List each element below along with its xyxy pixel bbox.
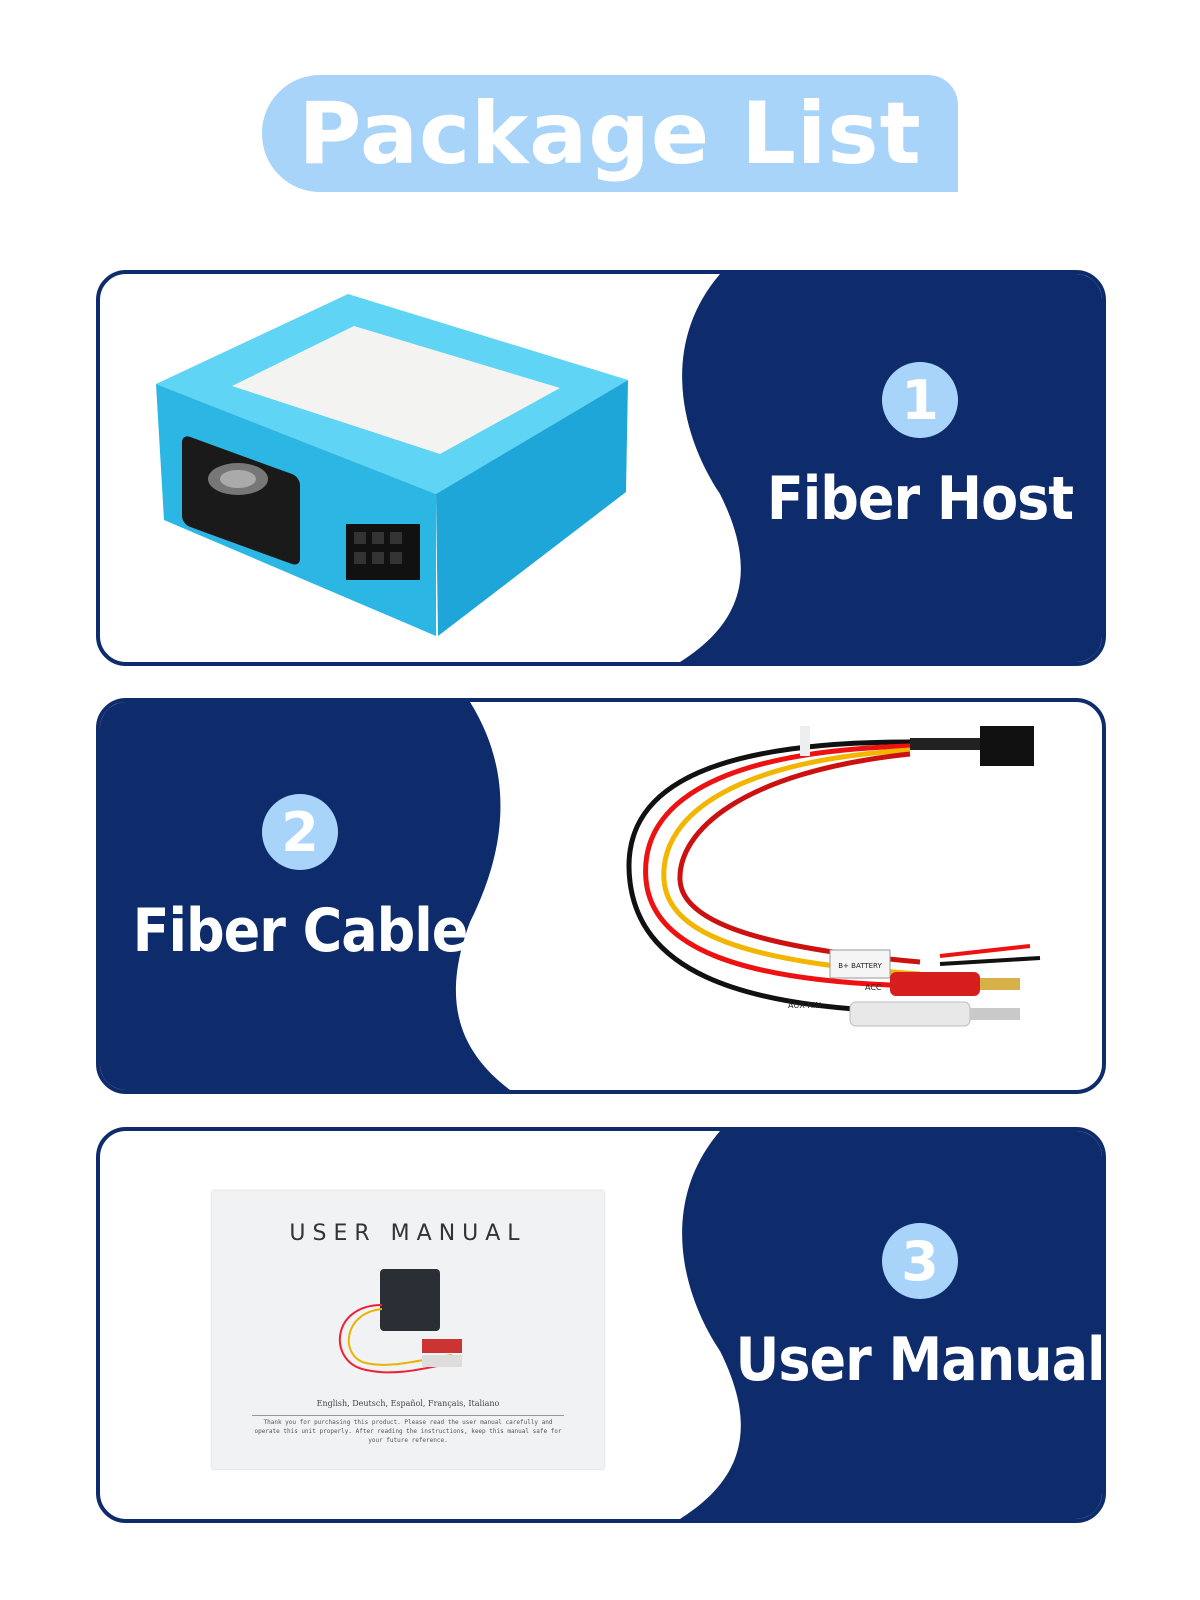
- item-label-1: 1 Fiber Host: [740, 362, 1100, 534]
- item-label-2: 2 Fiber Cable: [120, 794, 480, 966]
- fiber-host-image: [156, 294, 628, 636]
- manual-languages: English, Deutsch, Español, Français, Ita…: [316, 1399, 500, 1408]
- user-manual-image: USER MANUAL English, Deutsch, Español, F…: [212, 1191, 604, 1469]
- card-wave-background: [680, 274, 1102, 662]
- number-badge: 1: [882, 362, 958, 438]
- cable-tag-aux: AUX-RIN: [788, 1001, 821, 1010]
- card-wave-background: [100, 702, 510, 1090]
- package-item-user-manual: USER MANUAL English, Deutsch, Español, F…: [96, 1127, 1106, 1523]
- item-label-3: 3 User Manual: [736, 1223, 1102, 1395]
- item-name: Fiber Host: [766, 464, 1074, 534]
- manual-note: Thank you for purchasing this product. P…: [252, 1415, 564, 1445]
- page-title: Package List: [298, 83, 922, 184]
- title-banner: Package List: [262, 75, 958, 192]
- cable-tag-battery: B+ BATTERY: [838, 962, 882, 970]
- fiber-cable-image: B+ BATTERY ACC AUX-RIN: [626, 726, 1041, 1027]
- manual-cover-title: USER MANUAL: [289, 1221, 527, 1246]
- package-item-fiber-cable: B+ BATTERY ACC AUX-RIN 2 Fiber Cable: [96, 698, 1106, 1094]
- card-wave-background: [680, 1131, 1102, 1519]
- cable-tag-acc: ACC: [865, 983, 882, 992]
- manual-cover-illustration: [338, 1269, 462, 1374]
- number-badge: 2: [262, 794, 338, 870]
- item-name: User Manual: [735, 1325, 1105, 1395]
- item-name: Fiber Cable: [132, 896, 469, 966]
- number-badge: 3: [882, 1223, 958, 1299]
- package-item-fiber-host: 1 Fiber Host: [96, 270, 1106, 666]
